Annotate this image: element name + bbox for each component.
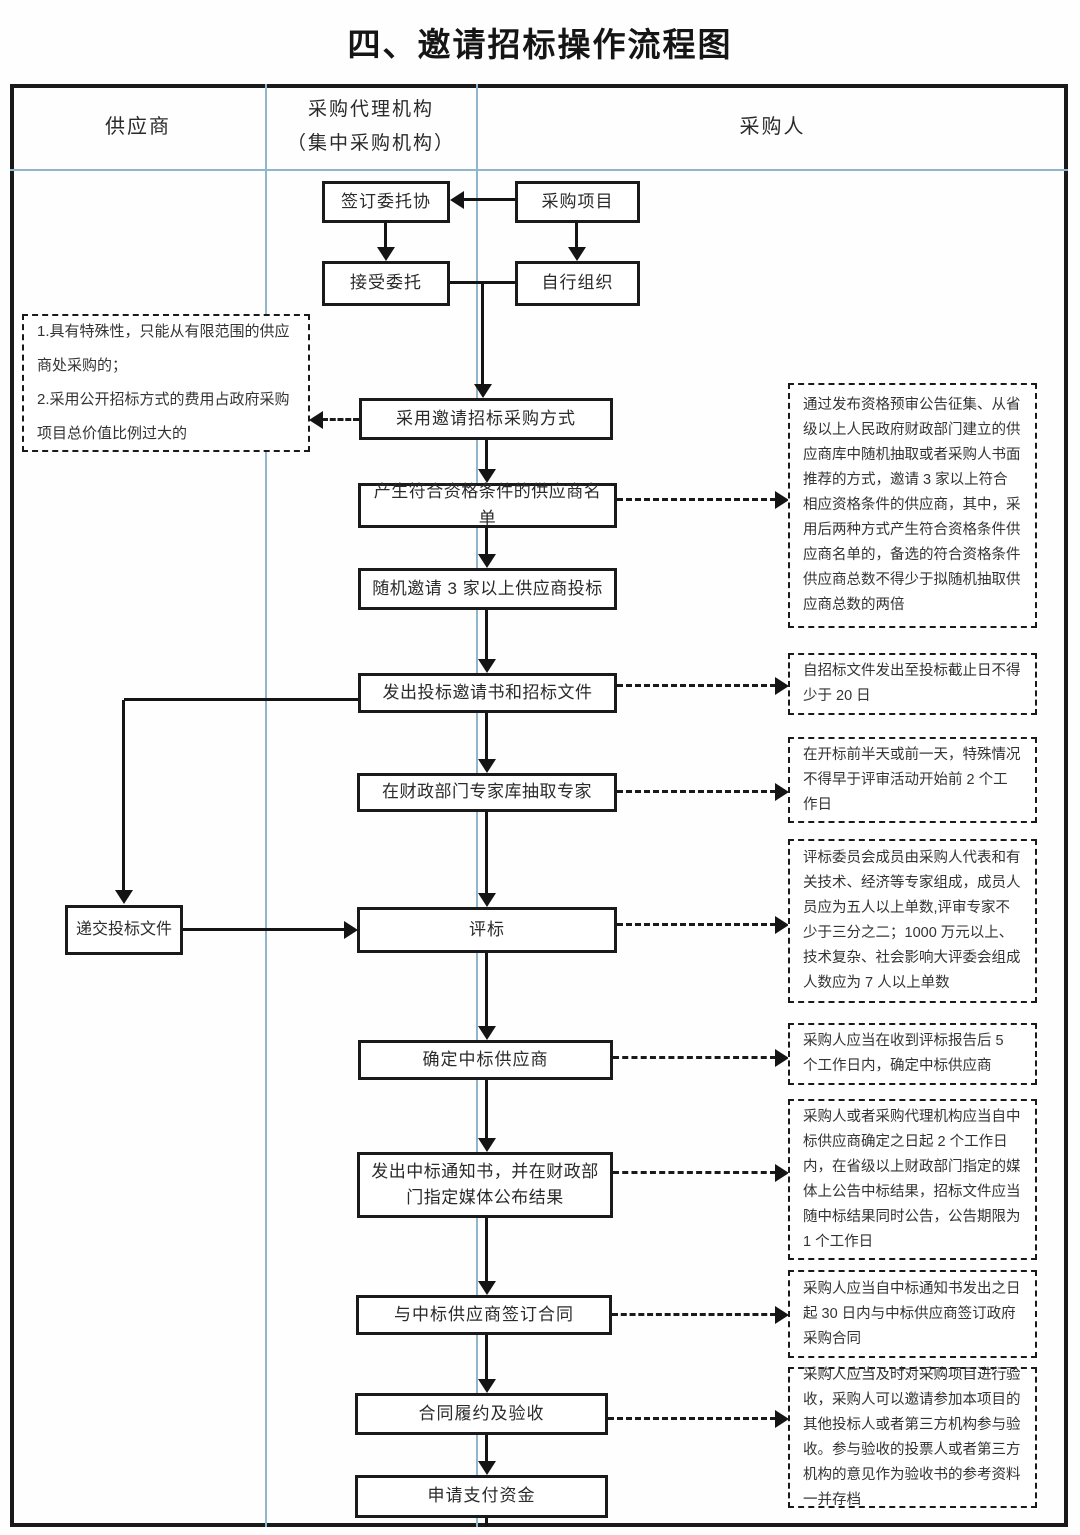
note-left-conditions: 1.具有特殊性，只能从有限范围的供应商处采购的； 2.采用公开招标方式的费用占政… (22, 314, 310, 452)
arrowhead-right-note-4 (775, 916, 789, 934)
arrowhead-right-evaluate (344, 921, 358, 939)
note-result-announcement-text: 采购人或者采购代理机构应当自中标供应商确定之日起 2 个工作日内，在省级以上财政… (803, 1108, 1021, 1250)
note-acceptance-text: 采购人应当及时对采购项目进行验收，采购人可以邀请参加本项目的其他投标人或者第三方… (803, 1366, 1021, 1508)
dashed-connector-note-1 (617, 498, 776, 501)
connector-notice-to-contract (485, 1218, 488, 1283)
connector-issue-branch-horizontal (124, 698, 358, 701)
lane-header-supplier-label: 供应商 (105, 116, 171, 138)
connector-project-to-agreement (463, 198, 515, 201)
node-self-organize: 自行组织 (515, 261, 640, 306)
node-generate-list: 产生符合资格条件的供应商名单 (358, 482, 617, 528)
table-border (10, 84, 1068, 1527)
node-submit-documents: 递交投标文件 (65, 905, 183, 955)
dashed-connector-note-6 (613, 1171, 776, 1174)
node-sign-contract: 与中标供应商签订合同 (356, 1295, 612, 1335)
connector-payment-to-border (485, 1518, 488, 1527)
arrowhead-right-note-7 (775, 1306, 789, 1324)
connector-adopt-to-list (485, 440, 488, 471)
connector-perform-to-payment (485, 1435, 488, 1463)
note-qualification-list-text: 通过发布资格预审公告征集、从省级以上人民政府财政部门建立的供应商库中随机抽取或者… (803, 397, 1021, 613)
node-adopt-method: 采用邀请招标采购方式 (359, 398, 613, 440)
node-evaluate: 评标 (357, 907, 617, 953)
arrowhead-down-contract (478, 1281, 496, 1295)
node-random-invite: 随机邀请 3 家以上供应商投标 (358, 568, 617, 610)
arrowhead-right-note-1 (775, 491, 789, 509)
connector-agreement-to-accept (384, 223, 387, 249)
arrowhead-down-notice (478, 1138, 496, 1152)
note-expert-draw-timing: 在开标前半天或前一天，特殊情况不得早于评审活动开始前 2 个工作日 (788, 737, 1037, 823)
note-evaluation-committee-text: 评标委员会成员由采购人代表和有关技术、经济等专家组成，成员人员应为五人以上单数,… (803, 850, 1021, 991)
note-20-days: 自招标文件发出至投标截止日不得少于 20 日 (788, 653, 1037, 715)
node-accept-entrustment: 接受委托 (322, 261, 450, 306)
node-request-payment: 申请支付资金 (355, 1475, 608, 1518)
arrowhead-left-note (309, 411, 323, 429)
node-perform-contract: 合同履约及验收 (355, 1393, 608, 1435)
lane-header-agency-sublabel: （集中采购机构） (286, 133, 455, 154)
note-evaluation-committee: 评标委员会成员由采购人代表和有关技术、经济等专家组成，成员人员应为五人以上单数,… (788, 839, 1037, 1003)
node-issue-invitation: 发出投标邀请书和招标文件 (358, 673, 617, 713)
note-left-conditions-text: 1.具有特殊性，只能从有限范围的供应商处采购的； 2.采用公开招标方式的费用占政… (37, 323, 290, 442)
node-determine-winner: 确定中标供应商 (358, 1040, 613, 1080)
dashed-connector-note-8 (608, 1417, 776, 1420)
connector-accept-selforganize (450, 281, 515, 284)
page-title: 四、邀请招标操作流程图 (347, 26, 733, 63)
connector-winner-to-notice (485, 1080, 488, 1140)
lane-header-agency: 采购代理机构 （集中采购机构） (266, 84, 476, 170)
connector-issue-to-experts (485, 713, 488, 761)
node-procurement-project: 采购项目 (515, 181, 640, 223)
dashed-connector-note-4 (617, 923, 776, 926)
dashed-connector-note-5 (613, 1056, 776, 1059)
note-30-days-contract: 采购人应当自中标通知书发出之日起 30 日内与中标供应商签订政府采购合同 (788, 1270, 1037, 1358)
connector-contract-to-perform (485, 1335, 488, 1381)
lane-header-supplier: 供应商 (10, 84, 266, 170)
dashed-connector-note-3 (617, 790, 776, 793)
arrowhead-right-note-8 (775, 1410, 789, 1428)
note-expert-draw-timing-text: 在开标前半天或前一天，特殊情况不得早于评审活动开始前 2 个工作日 (803, 746, 1021, 813)
arrowhead-down-invite (478, 554, 496, 568)
node-draw-experts: 在财政部门专家库抽取专家 (357, 773, 617, 812)
lane-header-agency-label: 采购代理机构 (307, 98, 434, 120)
arrowhead-right-note-3 (775, 783, 789, 801)
arrowhead-left-agreement (450, 191, 464, 209)
connector-submit-to-evaluate (183, 928, 345, 931)
dashed-connector-note-7 (612, 1313, 776, 1316)
dashed-connector-left-note (322, 418, 359, 421)
connector-project-to-selforganize (575, 223, 578, 249)
note-qualification-list: 通过发布资格预审公告征集、从省级以上人民政府财政部门建立的供应商库中随机抽取或者… (788, 383, 1037, 628)
note-20-days-text: 自招标文件发出至投标截止日不得少于 20 日 (803, 663, 1021, 704)
note-acceptance: 采购人应当及时对采购项目进行验收，采购人可以邀请参加本项目的其他投标人或者第三方… (788, 1367, 1037, 1508)
arrowhead-down-list (478, 469, 496, 483)
lane-header-purchaser: 采购人 (477, 84, 1068, 170)
connector-invite-to-issue (485, 610, 488, 661)
lane-header-purchaser-label: 采购人 (739, 116, 806, 138)
note-result-announcement: 采购人或者采购代理机构应当自中标供应商确定之日起 2 个工作日内，在省级以上财政… (788, 1099, 1037, 1260)
arrowhead-right-note-2 (775, 677, 789, 695)
node-sign-agreement: 签订委托协 (322, 181, 450, 223)
arrowhead-down-accept (377, 247, 395, 261)
arrowhead-right-note-6 (775, 1164, 789, 1182)
arrowhead-right-note-5 (775, 1049, 789, 1067)
note-30-days-contract-text: 采购人应当自中标通知书发出之日起 30 日内与中标供应商签订政府采购合同 (803, 1280, 1021, 1347)
connector-experts-to-evaluate (485, 812, 488, 895)
note-5-working-days: 采购人应当在收到评标报告后 5 个工作日内，确定中标供应商 (788, 1023, 1037, 1085)
arrowhead-down-issue (478, 659, 496, 673)
node-issue-notice: 发出中标通知书，并在财政部门指定媒体公布结果 (357, 1152, 613, 1218)
connector-to-adopt-method (481, 283, 484, 386)
connector-list-to-invite (485, 528, 488, 556)
arrowhead-down-submit-documents (115, 890, 133, 904)
connector-branch-down (122, 700, 125, 892)
note-5-working-days-text: 采购人应当在收到评标报告后 5 个工作日内，确定中标供应商 (803, 1033, 1004, 1074)
lane-divider-1 (265, 84, 267, 1527)
connector-evaluate-to-winner (485, 953, 488, 1028)
arrowhead-down-winner (478, 1026, 496, 1040)
header-divider (10, 169, 1068, 171)
arrowhead-down-experts (478, 759, 496, 773)
arrowhead-down-selforganize (568, 247, 586, 261)
arrowhead-down-perform (478, 1379, 496, 1393)
arrowhead-down-evaluate (478, 893, 496, 907)
dashed-connector-note-2 (617, 684, 776, 687)
arrowhead-down-adopt-method (474, 384, 492, 398)
arrowhead-down-payment (478, 1461, 496, 1475)
